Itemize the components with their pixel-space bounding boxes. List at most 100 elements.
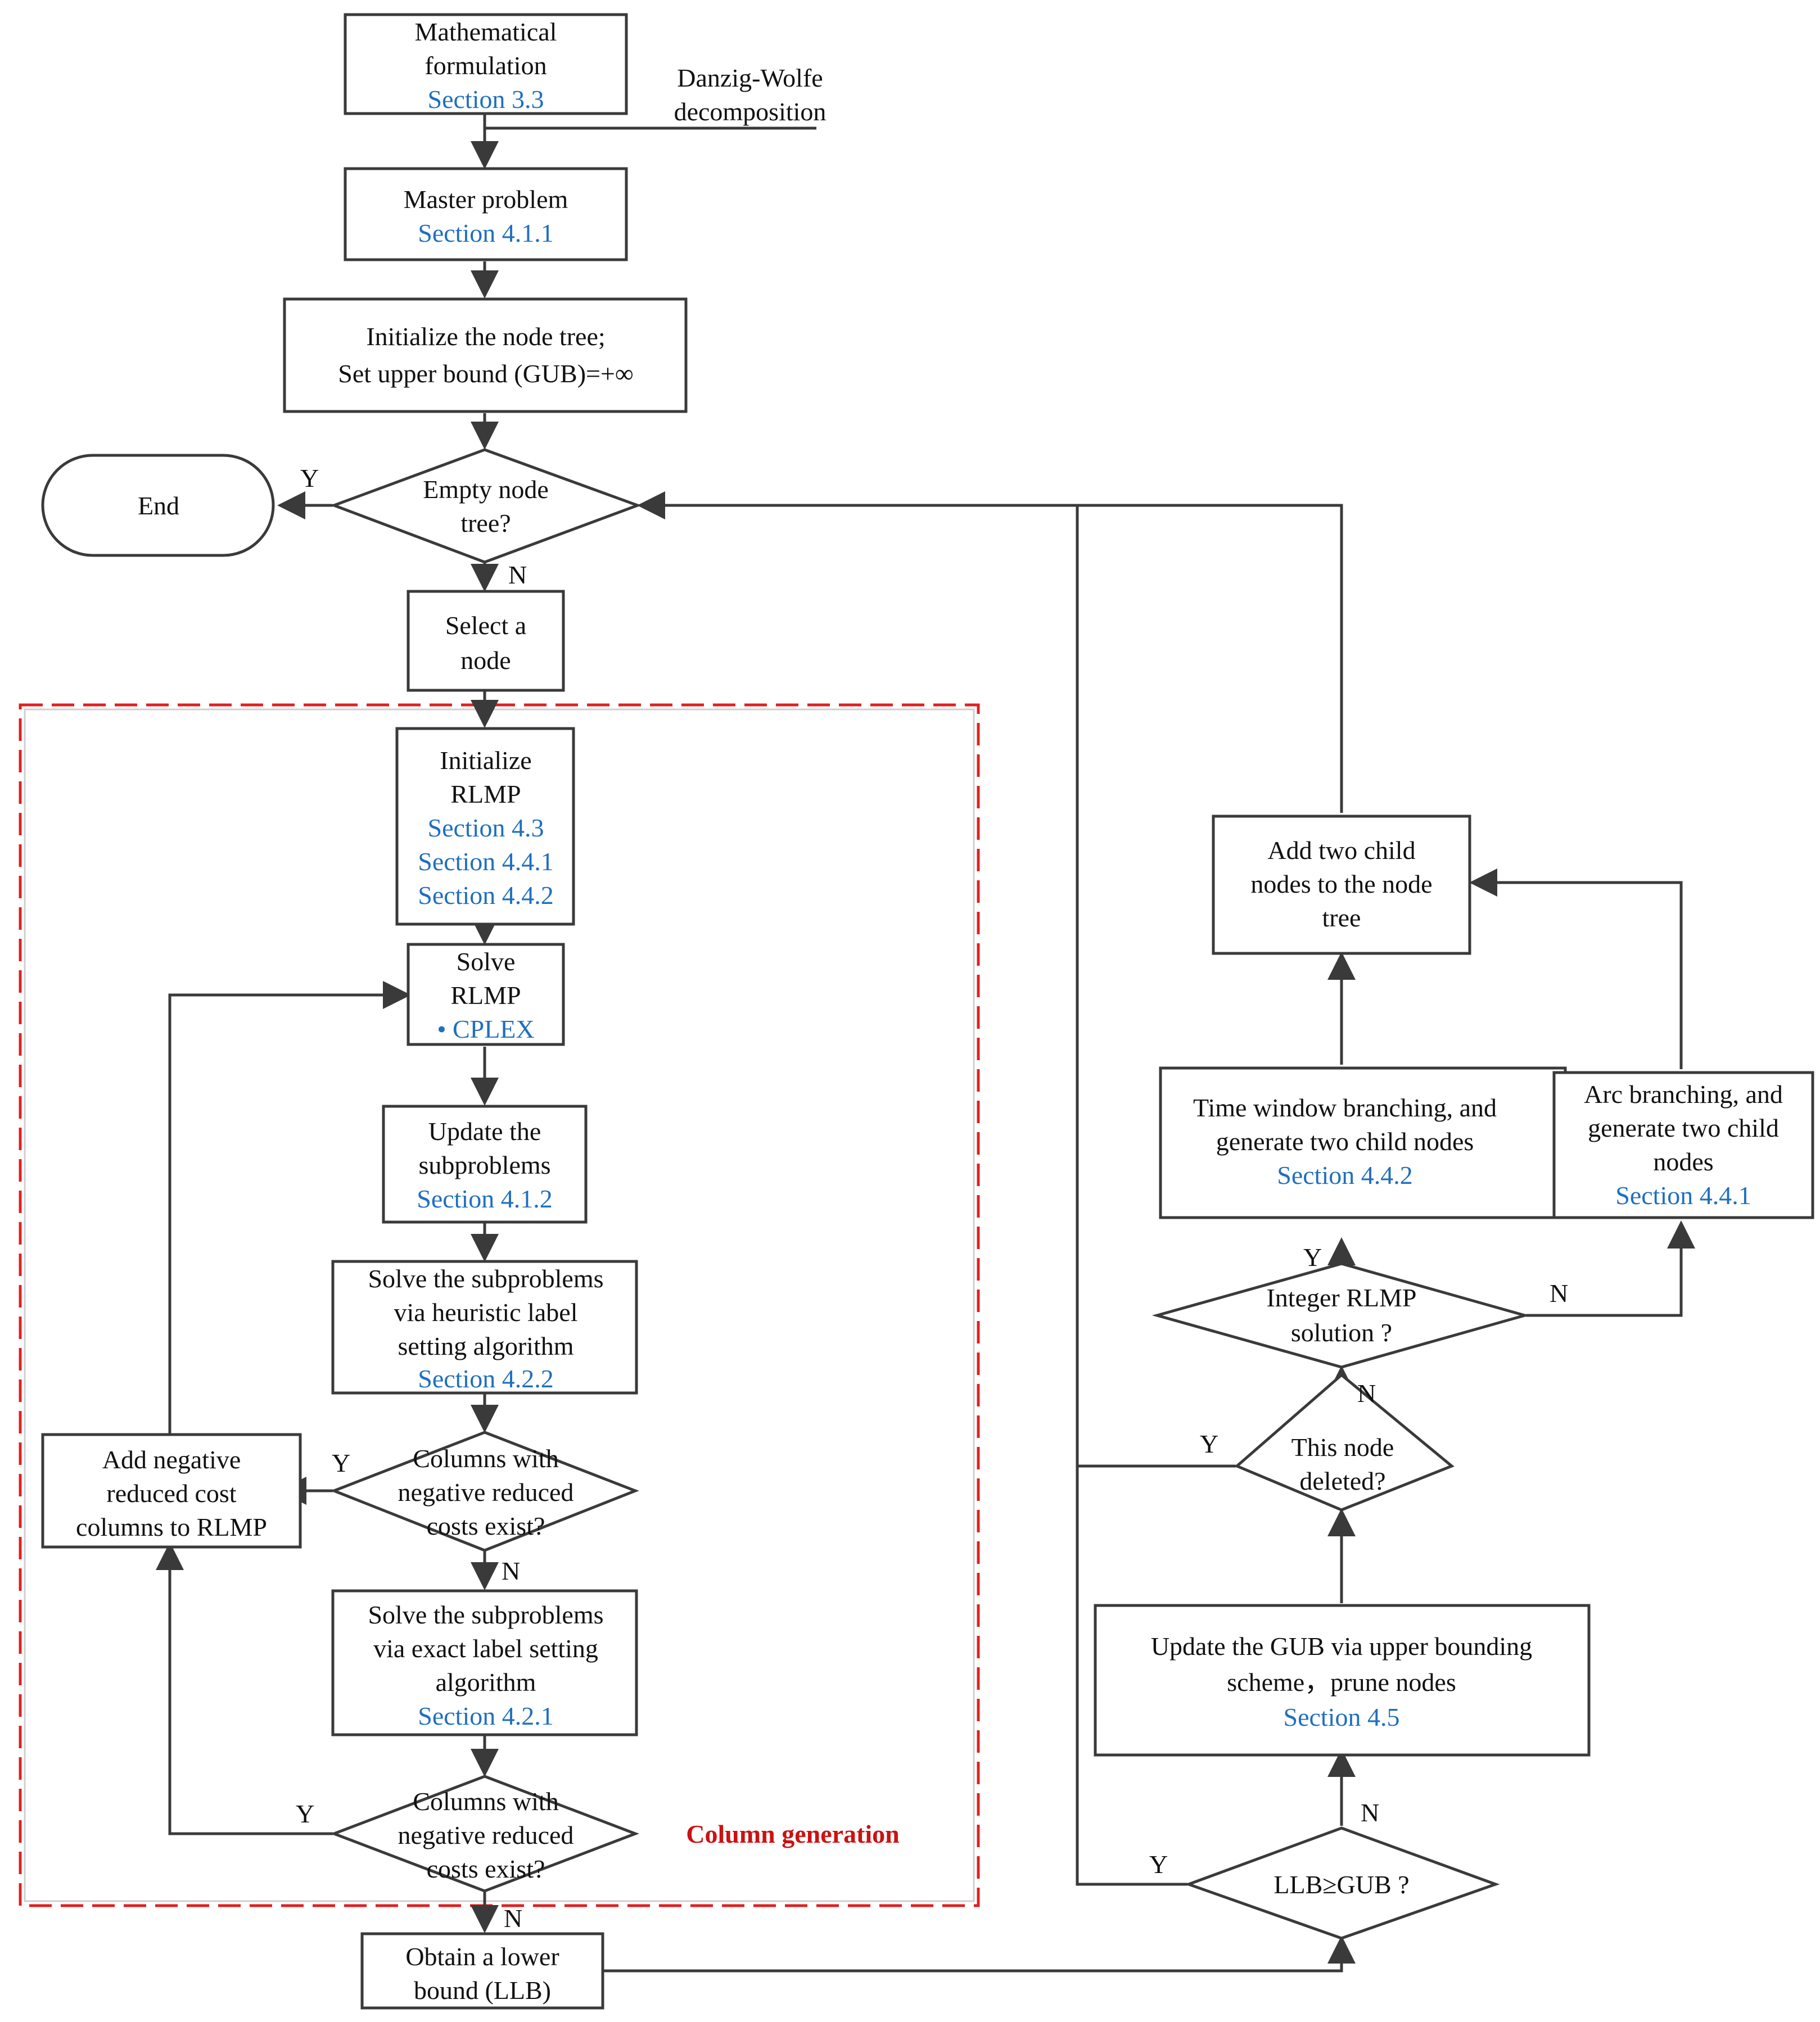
svg-text:Arc branching, and: Arc branching, and [1584, 1080, 1783, 1109]
svg-text:Select a: Select a [445, 611, 526, 640]
svg-text:scheme，prune nodes: scheme，prune nodes [1227, 1668, 1456, 1697]
svg-text:Columns with: Columns with [413, 1787, 558, 1816]
deleted-yes-label: Y [1200, 1430, 1218, 1458]
cols1-yes-label: Y [332, 1449, 350, 1477]
empty-node-tree-decision: Empty node tree? [329, 448, 642, 564]
svg-text:LLB≥GUB ?: LLB≥GUB ? [1273, 1870, 1409, 1899]
svg-text:Empty node: Empty node [423, 475, 549, 504]
svg-text:solution ?: solution ? [1291, 1318, 1392, 1347]
svg-text:Master problem: Master problem [404, 185, 568, 214]
add-child-nodes-node: Add two child nodes to the node tree [1212, 815, 1471, 955]
svg-text:Columns with: Columns with [413, 1444, 558, 1473]
svg-text:setting algorithm: setting algorithm [398, 1332, 573, 1360]
svg-text:This node: This node [1291, 1433, 1394, 1462]
svg-text:Update the GUB via upper bound: Update the GUB via upper bounding [1151, 1632, 1532, 1661]
llb-yes-label: Y [1149, 1850, 1168, 1879]
svg-text:tree: tree [1322, 903, 1361, 932]
svg-text:Section 4.1.1: Section 4.1.1 [418, 219, 553, 247]
svg-text:Section 4.2.1: Section 4.2.1 [418, 1702, 553, 1730]
svg-text:RLMP: RLMP [450, 981, 521, 1010]
svg-text:Section 4.1.2: Section 4.1.2 [417, 1184, 552, 1213]
svg-text:costs exist?: costs exist? [427, 1512, 545, 1540]
svg-text:tree?: tree? [460, 509, 511, 537]
svg-text:via heuristic label: via heuristic label [394, 1298, 578, 1327]
edge-labels: Y N Y N Y N Y N Y N Y N [296, 464, 1568, 1933]
cols2-no-label: N [504, 1904, 522, 1933]
svg-text:subproblems: subproblems [418, 1151, 550, 1179]
svg-text:Section 4.4.2: Section 4.4.2 [418, 881, 553, 910]
svg-text:via exact label setting: via exact label setting [373, 1634, 598, 1663]
svg-text:Section 4.4.2: Section 4.4.2 [1277, 1161, 1412, 1189]
update-subproblems-node: Update the subproblems Section 4.1.2 [382, 1105, 588, 1224]
svg-text:algorithm: algorithm [436, 1668, 536, 1697]
danzig-wolfe-label: Danzig-Wolfe decomposition [674, 64, 827, 126]
arc-branching-node: Arc branching, and generate two child no… [1552, 1071, 1814, 1219]
svg-text:generate two child nodes: generate two child nodes [1216, 1127, 1474, 1156]
svg-text:Section 3.3: Section 3.3 [428, 85, 544, 114]
svg-text:reduced cost: reduced cost [106, 1479, 236, 1508]
column-generation-region-inner [24, 708, 975, 1902]
empty-yes-label: Y [300, 464, 319, 492]
svg-text:Mathematical: Mathematical [415, 17, 557, 46]
svg-text:Time window branching, and: Time window branching, and [1193, 1093, 1497, 1122]
svg-text:Initialize the node tree;: Initialize the node tree; [366, 322, 605, 351]
svg-text:Solve: Solve [457, 947, 516, 976]
time-window-branching-node: Time window branching, and generate two … [1159, 1066, 1567, 1219]
svg-text:decomposition: decomposition [674, 97, 827, 126]
add-negative-columns-node: Add negative reduced cost columns to RLM… [41, 1433, 302, 1549]
init-node-tree-node: Initialize the node tree; Set upper boun… [283, 297, 688, 413]
llb-gub-decision: LLB≥GUB ? [1184, 1826, 1500, 1940]
columns-negative-decision-1: Columns with negative reduced costs exis… [330, 1431, 639, 1552]
deleted-no-label: N [1357, 1379, 1376, 1408]
solve-rlmp-node: Solve RLMP • CPLEX [407, 943, 565, 1046]
svg-text:formulation: formulation [424, 51, 547, 80]
node-deleted-decision: This node deleted? [1234, 1373, 1455, 1512]
cols2-yes-label: Y [296, 1799, 314, 1828]
svg-text:negative reduced: negative reduced [398, 1478, 574, 1507]
svg-text:Obtain a lower: Obtain a lower [405, 1942, 559, 1971]
column-generation-label: Column generation [686, 1820, 900, 1848]
svg-text:Solve the subproblems: Solve the subproblems [368, 1600, 603, 1629]
svg-text:columns to RLMP: columns to RLMP [76, 1513, 267, 1541]
end-terminal: End [41, 454, 275, 557]
svg-text:• CPLEX: • CPLEX [437, 1015, 534, 1043]
svg-text:negative reduced: negative reduced [398, 1821, 574, 1849]
integer-yes-label: Y [1303, 1243, 1322, 1272]
update-gub-node: Update the GUB via upper bounding scheme… [1094, 1604, 1591, 1757]
svg-text:Initialize: Initialize [440, 746, 531, 775]
svg-text:deleted?: deleted? [1299, 1467, 1385, 1495]
svg-text:Update the: Update the [428, 1117, 541, 1146]
svg-text:costs exist?: costs exist? [427, 1854, 545, 1883]
select-node-node: Select a node [407, 590, 565, 692]
svg-text:Set upper bound (GUB)=+∞: Set upper bound (GUB)=+∞ [338, 359, 633, 388]
obtain-lower-bound-node: Obtain a lower bound (LLB) [360, 1932, 604, 2010]
llb-no-label: N [1361, 1798, 1379, 1827]
svg-text:nodes to the node: nodes to the node [1250, 870, 1432, 898]
svg-text:Section 4.5: Section 4.5 [1284, 1703, 1400, 1731]
svg-text:Add negative: Add negative [102, 1445, 241, 1474]
svg-text:Section 4.4.1: Section 4.4.1 [418, 847, 553, 876]
svg-text:Danzig-Wolfe: Danzig-Wolfe [677, 64, 823, 92]
integer-rlmp-decision: Integer RLMP solution ? [1151, 1262, 1530, 1369]
integer-no-label: N [1550, 1279, 1568, 1308]
svg-text:bound (LLB): bound (LLB) [414, 1976, 551, 2005]
init-rlmp-node: Initialize RLMP Section 4.3 Section 4.4.… [395, 727, 575, 926]
svg-text:Section 4.3: Section 4.3 [428, 813, 544, 842]
svg-text:Solve the subproblems: Solve the subproblems [368, 1264, 603, 1293]
solve-heuristic-node: Solve the subproblems via heuristic labe… [331, 1260, 638, 1395]
solve-exact-node: Solve the subproblems via exact label se… [331, 1589, 638, 1736]
svg-text:Integer RLMP: Integer RLMP [1266, 1283, 1416, 1312]
svg-text:node: node [460, 646, 511, 675]
svg-text:Section 4.4.1: Section 4.4.1 [1615, 1181, 1751, 1210]
svg-text:Section 4.2.2: Section 4.2.2 [418, 1364, 553, 1393]
svg-text:RLMP: RLMP [450, 780, 521, 808]
columns-negative-decision-2: Columns with negative reduced costs exis… [329, 1775, 640, 1893]
column-generation-region [19, 703, 980, 1907]
svg-text:nodes: nodes [1653, 1147, 1713, 1176]
cols1-no-label: N [502, 1557, 520, 1585]
svg-text:Add two child: Add two child [1267, 836, 1415, 865]
empty-no-label: N [508, 560, 527, 589]
math-formulation-node: Mathematical formulation Section 3.3 [344, 13, 628, 115]
master-problem-node: Master problem Section 4.1.1 [344, 167, 628, 261]
